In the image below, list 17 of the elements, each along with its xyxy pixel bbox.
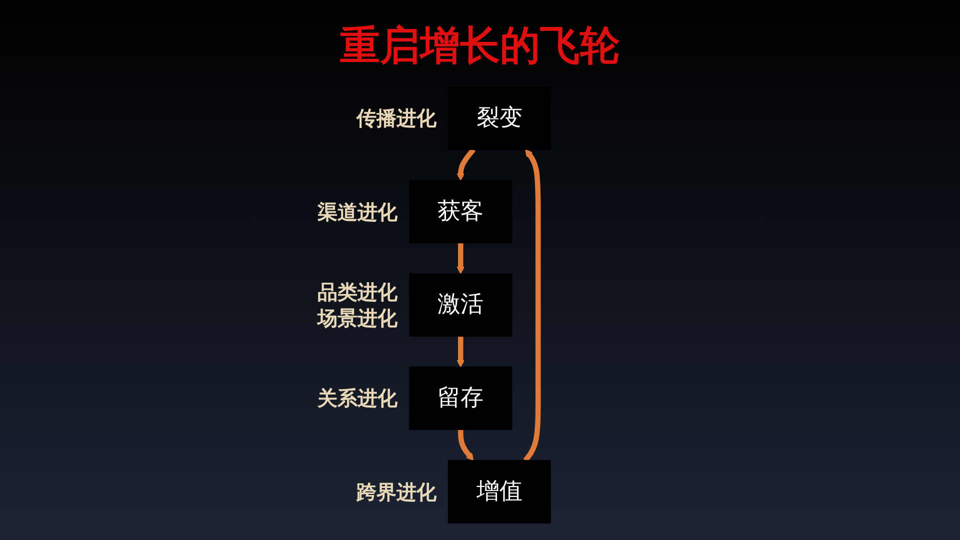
side-note: 关系进化 bbox=[318, 385, 398, 412]
node-box: 增值 bbox=[448, 460, 551, 524]
arrow bbox=[456, 148, 476, 181]
side-note: 跨界进化 bbox=[356, 478, 436, 505]
arrow bbox=[456, 242, 464, 274]
node-box: 获客 bbox=[409, 180, 512, 244]
side-note: 传播进化 bbox=[356, 105, 436, 132]
node-box: 裂变 bbox=[448, 86, 551, 150]
arrow bbox=[458, 430, 474, 461]
arrow bbox=[523, 149, 541, 462]
side-note: 品类进化 bbox=[318, 279, 398, 305]
arrow bbox=[456, 336, 464, 368]
node-box: 激活 bbox=[409, 273, 512, 337]
side-note: 场景进化 bbox=[318, 305, 398, 331]
title: 重启增长的飞轮 bbox=[339, 22, 621, 71]
node-box: 留存 bbox=[409, 366, 512, 430]
side-note: 渠道进化 bbox=[318, 198, 398, 225]
